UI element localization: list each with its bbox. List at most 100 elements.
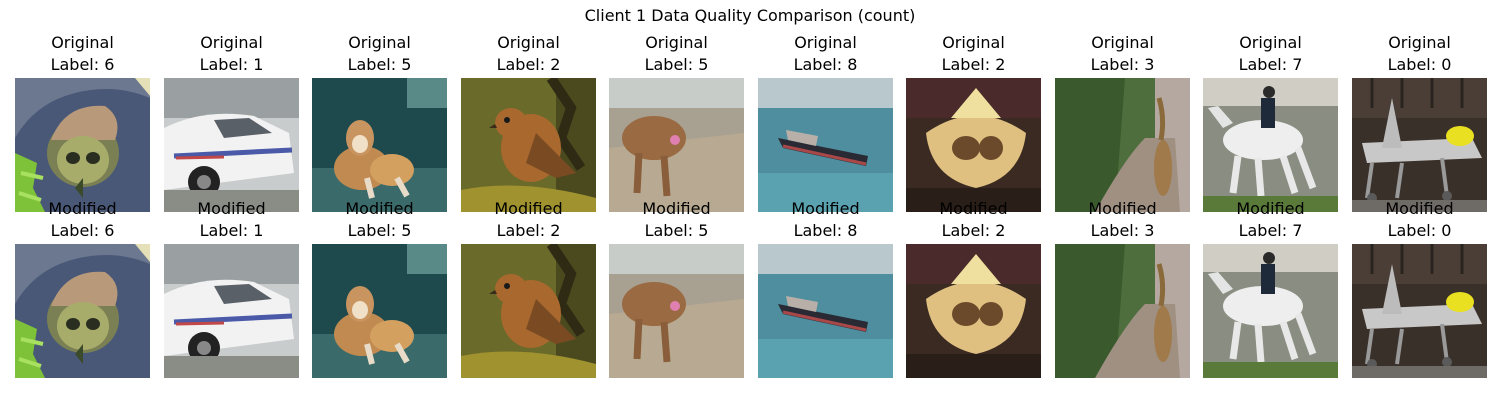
- airplane-thumbnail: [1352, 78, 1487, 212]
- caption-prefix: Original: [942, 33, 1005, 52]
- caption-prefix: Modified: [791, 199, 860, 218]
- figure-title: Client 1 Data Quality Comparison (count): [584, 6, 916, 25]
- caption-prefix: Original: [1239, 33, 1302, 52]
- caption-prefix: Original: [51, 33, 114, 52]
- dog-thumbnail: [609, 244, 744, 378]
- caption-label: Label: 3: [1090, 55, 1155, 74]
- bird-thumbnail: [906, 78, 1041, 212]
- caption-prefix: Modified: [48, 199, 117, 218]
- caption-label: Label: 2: [941, 55, 1006, 74]
- airplane-thumbnail: [1352, 244, 1487, 378]
- caption-label: Label: 5: [644, 55, 709, 74]
- caption-label: Label: 8: [793, 221, 858, 240]
- ship-thumbnail: [758, 244, 893, 378]
- cat-thumbnail: [1055, 244, 1190, 378]
- caption-label: Label: 5: [644, 221, 709, 240]
- caption-prefix: Original: [1388, 33, 1451, 52]
- car-thumbnail: [164, 78, 299, 212]
- bird-thumbnail: [461, 78, 596, 212]
- bird-thumbnail: [461, 244, 596, 378]
- caption-label: Label: 6: [50, 221, 115, 240]
- caption-prefix: Original: [1091, 33, 1154, 52]
- horse-thumbnail: [1203, 78, 1338, 212]
- dog-thumbnail: [312, 78, 447, 212]
- dog-thumbnail: [312, 244, 447, 378]
- caption-label: Label: 7: [1238, 55, 1303, 74]
- caption-prefix: Modified: [345, 199, 414, 218]
- caption-label: Label: 2: [941, 221, 1006, 240]
- car-thumbnail: [164, 244, 299, 378]
- frog-thumbnail: [15, 244, 150, 378]
- caption-prefix: Original: [794, 33, 857, 52]
- caption-prefix: Modified: [642, 199, 711, 218]
- caption-prefix: Modified: [494, 199, 563, 218]
- caption-prefix: Modified: [1088, 199, 1157, 218]
- caption-prefix: Original: [200, 33, 263, 52]
- frog-thumbnail: [15, 78, 150, 212]
- caption-prefix: Original: [497, 33, 560, 52]
- caption-label: Label: 5: [347, 221, 412, 240]
- caption-prefix: Original: [348, 33, 411, 52]
- caption-label: Label: 6: [50, 55, 115, 74]
- ship-thumbnail: [758, 78, 893, 212]
- caption-label: Label: 3: [1090, 221, 1155, 240]
- horse-thumbnail: [1203, 244, 1338, 378]
- caption-prefix: Original: [645, 33, 708, 52]
- caption-label: Label: 5: [347, 55, 412, 74]
- bird-thumbnail: [906, 244, 1041, 378]
- caption-prefix: Modified: [1236, 199, 1305, 218]
- cat-thumbnail: [1055, 78, 1190, 212]
- caption-prefix: Modified: [939, 199, 1008, 218]
- dog-thumbnail: [609, 78, 744, 212]
- caption-label: Label: 0: [1387, 55, 1452, 74]
- caption-prefix: Modified: [1385, 199, 1454, 218]
- caption-label: Label: 2: [496, 221, 561, 240]
- caption-label: Label: 1: [199, 55, 264, 74]
- caption-label: Label: 1: [199, 221, 264, 240]
- caption-label: Label: 0: [1387, 221, 1452, 240]
- caption-label: Label: 8: [793, 55, 858, 74]
- caption-prefix: Modified: [197, 199, 266, 218]
- caption-label: Label: 7: [1238, 221, 1303, 240]
- caption-label: Label: 2: [496, 55, 561, 74]
